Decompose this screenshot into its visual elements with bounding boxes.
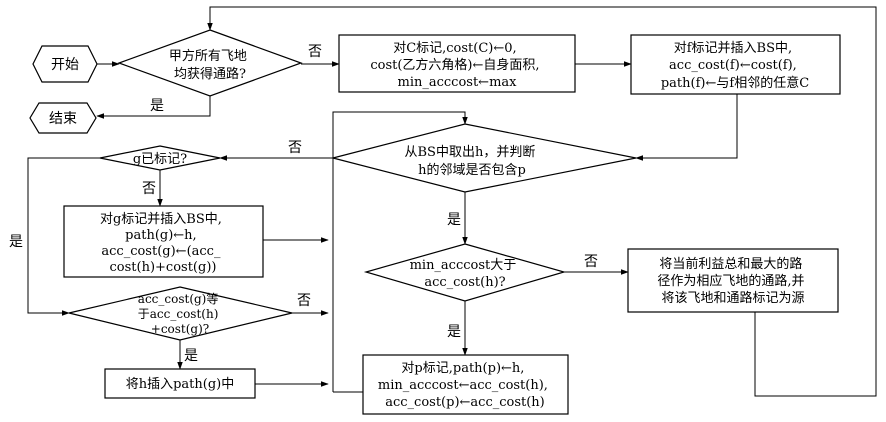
proc-mark-f-line-3: path(f)←与f相邻的任意C (661, 75, 809, 91)
proc-mark-g-line-1: 对g标记并插入BS中, (100, 212, 222, 227)
cond-min-acccost-line-1: min_acccost大于 (410, 258, 517, 273)
label-yes-acc-cost: 是 (9, 234, 23, 250)
proc-mark-g-line-4: cost(h)+cost(g)) (110, 260, 217, 275)
end-terminator (29, 102, 97, 134)
proc-mark-g-line-2: path(g)←h, (125, 228, 197, 243)
proc-mark-c-line-2: cost(乙方六角格)←自身面积, (370, 57, 539, 73)
edge-loop-to-cond (207, 6, 877, 397)
label-no-set-source: 否 (584, 254, 598, 270)
connectors (27, 6, 877, 397)
proc-mark-c-box (338, 34, 576, 93)
edge-loop-up (332, 111, 468, 392)
edge-cond-to-end (96, 96, 211, 119)
cond-all-connected-diamond (117, 29, 303, 97)
cond-acc-cost-g-line-1: acc_cost(g)等 (138, 292, 219, 306)
cond-all-connected-line-2: 均获得通路? (174, 66, 246, 82)
proc-mark-f-line-1: 对f标记并插入BS中, (674, 41, 792, 56)
cond-min-acccost-text: min_acccost大于 acc_cost(h)? (410, 258, 521, 290)
proc-mark-p-line-1: 对p标记,path(p)←h, (401, 361, 524, 376)
cond-all-connected-line-1: 甲方所有飞地 (169, 48, 247, 64)
proc-set-source-text: 将当前利益总和最大的路 径作为相应飞地的通路,并 将该飞地和通路标记为源 (657, 256, 808, 306)
edge-g-marked-to-acc-cost-g (27, 157, 100, 316)
proc-mark-p-box (362, 354, 569, 415)
start-label: 开始 (51, 57, 79, 73)
edge-mark-f-to-take-h (635, 94, 738, 161)
proc-set-source-line-3: 将该飞地和通路标记为源 (661, 290, 804, 306)
cond-acc-cost-g-text: acc_cost(g)等 于acc_cost(h) +cost(g)? (138, 292, 222, 336)
cond-take-h-line-2: h的邻域是否包含p (418, 162, 526, 178)
proc-mark-c-line-1: 对C标记,cost(C)←0, (393, 41, 516, 56)
label-no-mark-c: 否 (308, 44, 322, 60)
proc-mark-f-text: 对f标记并插入BS中, acc_cost(f)←cost(f), path(f)… (661, 41, 809, 91)
proc-mark-f-box (630, 34, 841, 95)
cond-acc-cost-g-diamond (68, 286, 293, 341)
cond-acc-cost-g-line-2: 于acc_cost(h) (138, 307, 219, 321)
label-no-loop: 否 (297, 293, 311, 309)
proc-mark-p-line-2: min_acccost←acc_cost(h), (378, 378, 548, 393)
proc-mark-c-line-3: min_acccost←max (398, 75, 518, 90)
label-yes-mark-p: 是 (447, 324, 461, 340)
proc-mark-f-line-2: acc_cost(f)←cost(f), (669, 58, 797, 73)
cond-take-h-text: 从BS中取出h，并判断 h的邻域是否包含p (405, 145, 540, 178)
cond-g-marked-diamond (99, 145, 221, 171)
proc-mark-g-box (63, 205, 264, 278)
proc-mark-p-text: 对p标记,path(p)←h, min_acccost←acc_cost(h),… (378, 361, 552, 410)
label-no-mark-g: 否 (142, 181, 156, 197)
start-terminator (32, 45, 98, 83)
cond-min-acccost-line-2: acc_cost(h)? (424, 275, 505, 290)
label-yes-insert-h: 是 (184, 348, 198, 364)
cond-take-h-line-1: 从BS中取出h，并判断 (405, 145, 536, 160)
proc-mark-p-line-3: acc_cost(p)←acc_cost(h) (385, 395, 545, 410)
proc-insert-h-text: 将h插入path(g)中 (126, 377, 235, 392)
proc-mark-g-line-3: acc_cost(g)←(acc_ (101, 244, 221, 259)
cond-acc-cost-g-line-3: +cost(g)? (151, 322, 209, 336)
cond-g-marked-text: g已标记? (133, 152, 187, 167)
label-no-g-marked: 否 (288, 140, 302, 156)
cond-min-acccost-diamond (363, 243, 567, 302)
proc-insert-h-box (104, 368, 256, 399)
proc-set-source-line-1: 将当前利益总和最大的路 (659, 256, 802, 272)
cond-all-connected-text: 甲方所有飞地 均获得通路? (169, 48, 251, 82)
label-yes-min-acccost: 是 (447, 212, 461, 228)
proc-mark-g-text: 对g标记并插入BS中, path(g)←h, acc_cost(g)←(acc_… (100, 212, 226, 275)
label-yes-end: 是 (150, 98, 164, 114)
proc-set-source-line-2: 径作为相应飞地的通路,并 (657, 273, 804, 289)
end-label: 结束 (49, 111, 77, 127)
cond-take-h-diamond (332, 123, 637, 193)
proc-set-source-box (627, 248, 839, 313)
proc-mark-c-text: 对C标记,cost(C)←0, cost(乙方六角格)←自身面积, min_ac… (370, 41, 543, 90)
